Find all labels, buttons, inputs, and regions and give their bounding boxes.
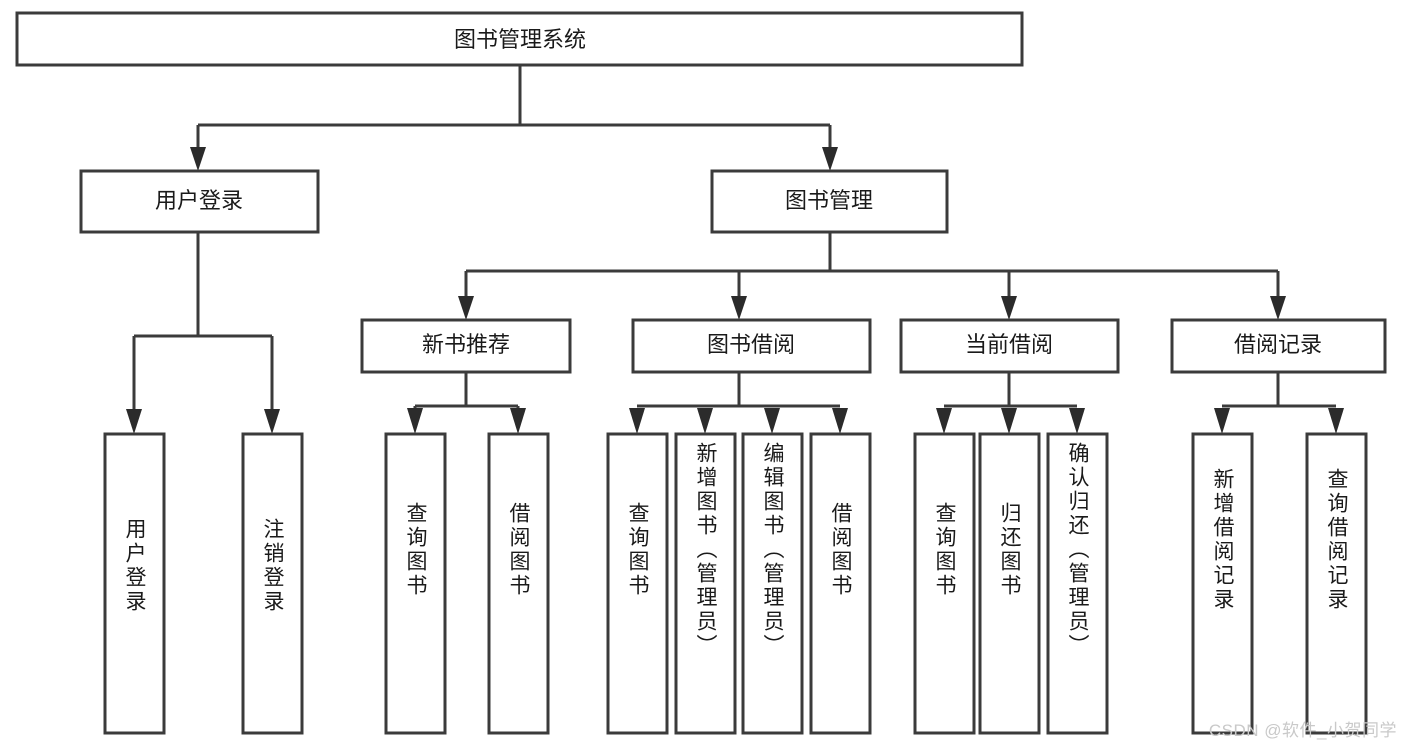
arrow-head-leaf-query-book-1: [407, 408, 423, 434]
node-borrow-record-box[interactable]: [1170, 318, 1387, 374]
node-leaf-borrow-book-1-box[interactable]: [487, 432, 550, 735]
arrow-head-leaf-add-book: [697, 408, 713, 434]
node-leaf-edit-book-box[interactable]: [741, 432, 804, 735]
node-leaf-query-book-2-box[interactable]: [606, 432, 669, 735]
node-new-book-recommend-label: 新书推荐: [422, 332, 510, 357]
node-new-book-recommend[interactable]: 新书推荐: [360, 318, 572, 374]
arrow-head-leaf-query-borrow-record: [1328, 408, 1344, 434]
node-borrow-record-label: 借阅记录: [1234, 332, 1322, 357]
node-user-login[interactable]: 用户登录: [79, 169, 320, 234]
connector-group-borrow-record: [1214, 372, 1344, 434]
arrow-head-leaf-borrow-book-2: [832, 408, 848, 434]
node-leaf-query-book-1-box[interactable]: [384, 432, 447, 735]
arrow-head-leaf-query-book-3: [936, 408, 952, 434]
arrow-head-leaf-return-book: [1001, 408, 1017, 434]
connector-group-root: [190, 65, 838, 171]
arrow-head-user-login: [190, 147, 206, 171]
node-leaf-return-book-box[interactable]: [978, 432, 1041, 735]
leaf-boxes-group: [103, 432, 1368, 735]
connector-group-new-book-recommend: [407, 372, 526, 434]
node-user-login-label: 用户登录: [155, 188, 243, 213]
connector-group-book-borrow: [629, 372, 848, 434]
node-leaf-user-login-box[interactable]: [103, 432, 166, 735]
node-book-borrow-box[interactable]: [631, 318, 872, 374]
node-leaf-confirm-return-box[interactable]: [1046, 432, 1109, 735]
csdn-watermark: CSDN @软件_小贺同学: [1208, 721, 1397, 740]
node-current-borrow[interactable]: 当前借阅: [899, 318, 1120, 374]
arrow-head-leaf-edit-book: [764, 408, 780, 434]
node-leaf-borrow-book-2-box[interactable]: [809, 432, 872, 735]
arrow-head-leaf-user-login: [126, 409, 142, 434]
node-book-borrow[interactable]: 图书借阅: [631, 318, 872, 374]
node-current-borrow-label: 当前借阅: [965, 332, 1053, 357]
node-root-system-box[interactable]: [15, 11, 1024, 67]
arrow-head-book-management: [822, 147, 838, 171]
node-book-management-label: 图书管理: [785, 188, 873, 213]
arrow-head-leaf-query-book-2: [629, 408, 645, 434]
arrow-head-leaf-confirm-return: [1069, 408, 1085, 434]
connector-group-book-management: [458, 232, 1286, 320]
node-book-management[interactable]: 图书管理: [710, 169, 949, 234]
arrow-head-leaf-logout-login: [264, 409, 280, 434]
connector-group-user-login: [126, 232, 280, 434]
arrow-head-leaf-borrow-book-1: [510, 408, 526, 434]
arrow-head-borrow-record: [1270, 296, 1286, 320]
node-root-system[interactable]: 图书管理系统: [15, 11, 1024, 67]
arrow-head-book-borrow: [731, 296, 747, 320]
arrow-head-new-book-recommend: [458, 296, 474, 320]
node-new-book-recommend-box[interactable]: [360, 318, 572, 374]
node-borrow-record[interactable]: 借阅记录: [1170, 318, 1387, 374]
node-book-management-box[interactable]: [710, 169, 949, 234]
node-current-borrow-box[interactable]: [899, 318, 1120, 374]
node-user-login-box[interactable]: [79, 169, 320, 234]
node-leaf-add-borrow-record-box[interactable]: [1191, 432, 1254, 735]
arrow-head-current-borrow: [1001, 296, 1017, 320]
arrow-head-leaf-add-borrow-record: [1214, 408, 1230, 434]
node-book-borrow-label: 图书借阅: [707, 332, 795, 357]
node-leaf-query-book-3-box[interactable]: [913, 432, 976, 735]
node-leaf-add-book-box[interactable]: [674, 432, 737, 735]
node-leaf-query-borrow-record-box[interactable]: [1305, 432, 1368, 735]
connector-group-current-borrow: [936, 372, 1085, 434]
node-leaf-logout-login-box[interactable]: [241, 432, 304, 735]
node-root-system-label: 图书管理系统: [454, 27, 586, 52]
